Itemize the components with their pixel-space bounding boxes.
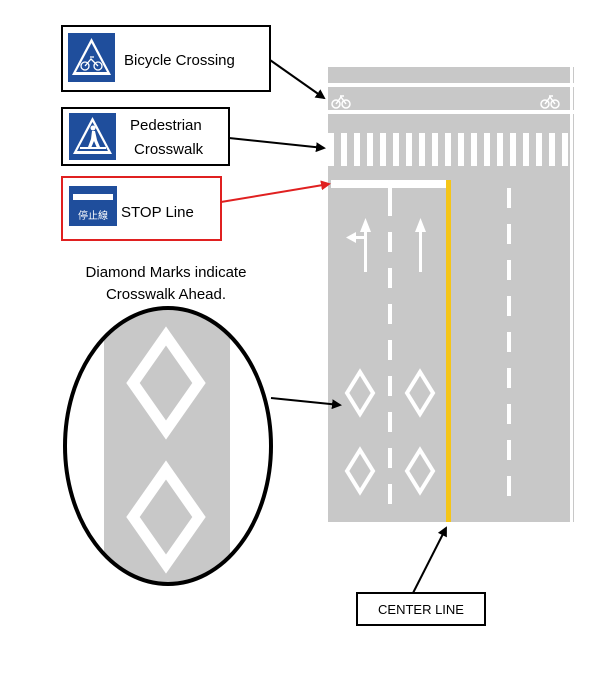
pedestrian-label-line1: Pedestrian [130,117,202,134]
diamond-zoom-pointer [270,397,342,410]
diamond-mark [344,446,376,496]
zoomed-diamond-mark [126,326,206,440]
bicycle-crossing-line-bottom [326,110,574,114]
lane-divider-dashed [388,188,392,504]
stop-line-label: STOP Line [121,204,194,221]
straight-arrow-marking [415,218,426,272]
bicycle-crossing-pointer [269,59,326,100]
stop-line-callout: 停止線 STOP Line [61,176,222,241]
diamond-mark [344,368,376,418]
stop-line-sign-icon: 停止線 [69,186,117,226]
diamond-caption-line1: Diamond Marks indicate [86,264,247,281]
zoomed-diamond-mark [126,460,206,574]
pedestrian-crosswalk-sign-icon [69,113,116,160]
bicycle-crossing-sign-icon [68,33,115,82]
diamond-mark [404,368,436,418]
pedestrian-crosswalk-callout: Pedestrian Crosswalk [61,107,230,166]
road-edge-right [570,67,573,522]
stop-line-pointer [220,180,331,203]
lane-divider-dashed-opposite [507,188,511,496]
bicycle-road-marking-icon [331,95,351,109]
left-straight-arrow-marking [346,218,371,272]
center-line-pointer [412,526,447,594]
diamond-caption-line2: Crosswalk Ahead. [106,286,226,303]
diamond-mark [404,446,436,496]
pedestrian-label-line2: Crosswalk [134,141,204,158]
road [325,67,574,522]
center-line-marking [446,180,451,522]
pedestrian-crosswalk-pointer [228,137,326,153]
road-edge-left [325,67,328,522]
diamond-zoom-oval [63,306,273,586]
stop-line-marking [331,180,448,188]
bicycle-crossing-callout: Bicycle Crossing [61,25,271,92]
bicycle-crossing-line-top [326,83,574,87]
bicycle-road-marking-icon [540,95,560,109]
stop-sign-text: 停止線 [78,209,108,222]
center-line-label: CENTER LINE [378,602,464,617]
center-line-callout: CENTER LINE [356,592,486,626]
pedestrian-crosswalk-stripes [328,133,568,166]
bicycle-crossing-label: Bicycle Crossing [124,52,235,69]
